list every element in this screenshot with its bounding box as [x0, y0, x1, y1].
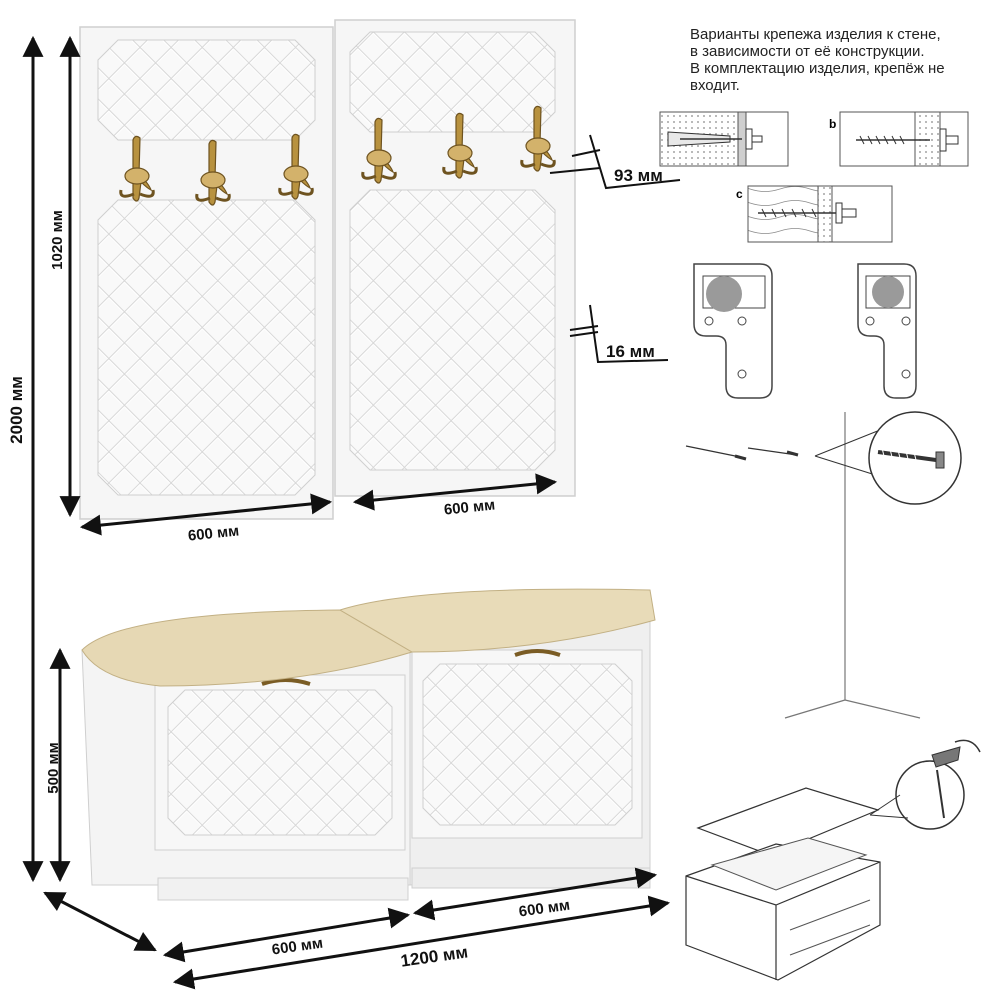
- note-line: входит.: [690, 77, 740, 94]
- mount-variant-a: [659, 111, 789, 167]
- dim-panel-thickness: 16 мм: [606, 342, 655, 361]
- dim-bench-height: 500 мм: [45, 742, 62, 793]
- dim-panel-width-left: 600 мм: [187, 522, 240, 544]
- mount-label-c: c: [736, 187, 743, 201]
- wall-panel-left: [79, 26, 334, 520]
- mounting-note: Варианты крепежа изделия к стене, в зави…: [690, 26, 990, 94]
- back-panel-assembly: [685, 739, 981, 981]
- shoe-bench: [81, 588, 656, 901]
- note-line: в зависимости от её конструкции.: [690, 43, 925, 60]
- dimension-lines: [22, 35, 681, 990]
- dim-bench-width-right: 600 мм: [518, 897, 571, 921]
- note-line: В комплектацию изделия, крепёж не: [690, 60, 945, 77]
- mount-label-b: b: [829, 117, 836, 131]
- dim-panel-width-right: 600 мм: [443, 496, 496, 518]
- seat-cushion-right: [338, 588, 656, 653]
- wall-brackets: [693, 263, 917, 399]
- mount-variant-c: c: [736, 185, 893, 243]
- note-line: Варианты крепежа изделия к стене,: [690, 26, 941, 43]
- dim-hook-offset: 93 мм: [614, 166, 663, 185]
- dim-total-height: 2000 мм: [7, 376, 26, 444]
- wall-corner-screw-detail: [685, 411, 962, 719]
- dimension-labels: 2000 мм 1020 мм 600 мм 600 мм 93 мм 16 м…: [7, 166, 663, 971]
- dim-bench-total-width: 1200 мм: [399, 942, 469, 970]
- dim-bench-width-left: 600 мм: [271, 935, 324, 959]
- wall-panel-right: [334, 19, 576, 497]
- seat-cushion-left: [81, 609, 414, 687]
- dim-panel-height: 1020 мм: [49, 210, 66, 270]
- mount-variant-b: b: [829, 111, 969, 167]
